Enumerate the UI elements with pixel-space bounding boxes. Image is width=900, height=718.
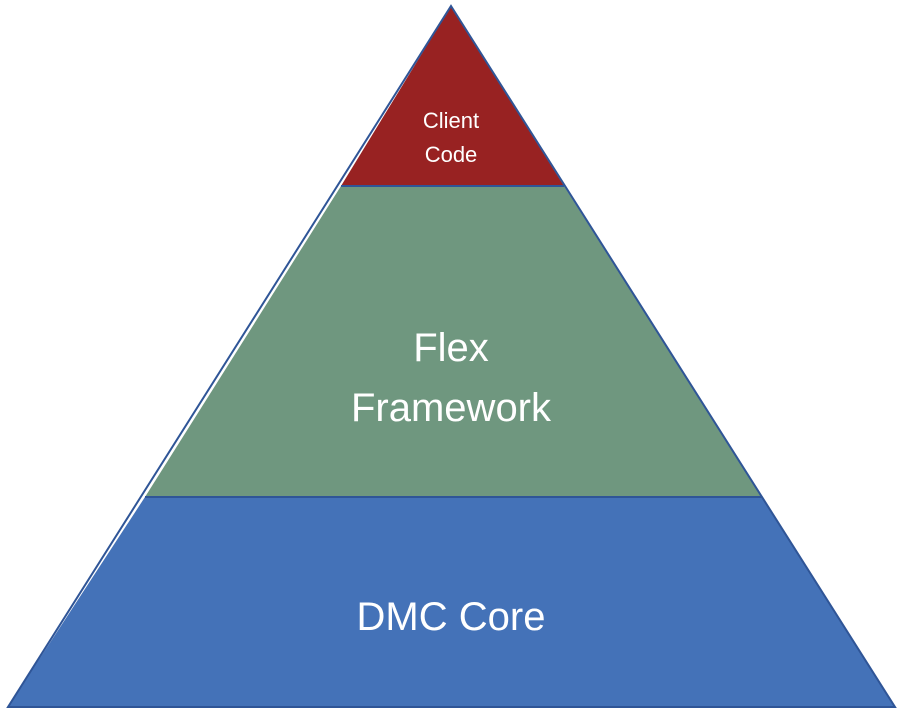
client-code-label-line2: Code [425,142,478,167]
layer-dmc-core [8,497,895,707]
dmc-core-label: DMC Core [357,595,546,639]
layer-flex-framework [145,186,762,497]
client-code-label-line1: Client [423,108,479,133]
flex-framework-label-line2: Framework [351,386,552,430]
pyramid-outline [6,4,897,708]
flex-framework-label-line1: Flex [413,326,489,370]
layer-client-code [341,6,564,186]
